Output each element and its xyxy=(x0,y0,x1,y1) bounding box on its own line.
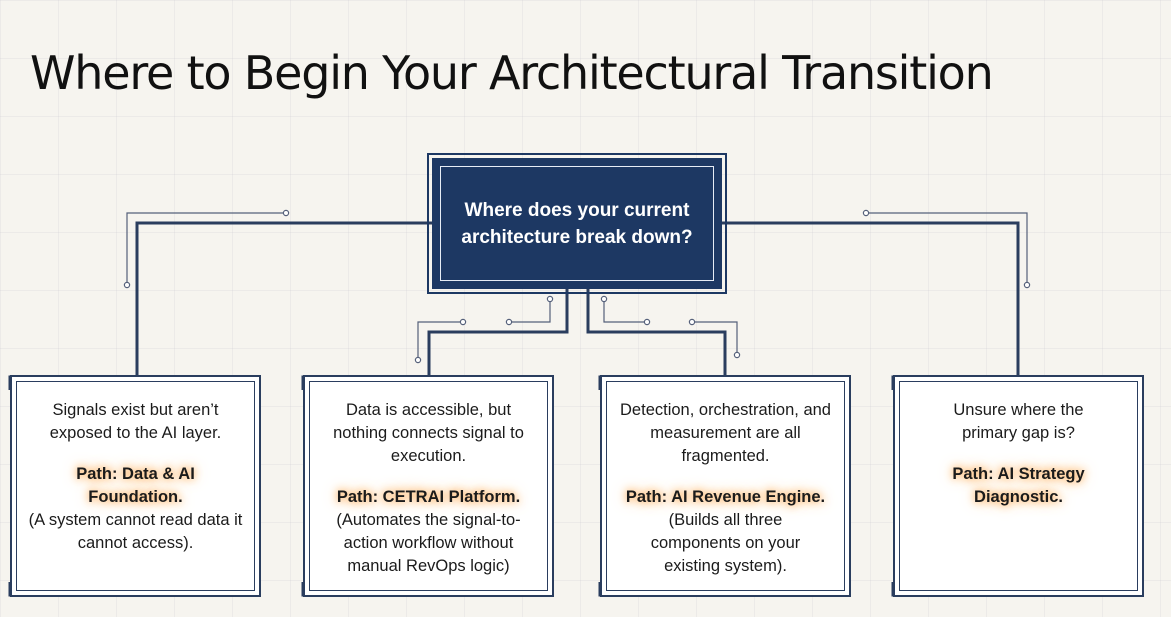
connector-left xyxy=(135,221,432,375)
branch-description: Unsure where the primary gap is? xyxy=(953,401,1084,442)
branch-description: Data is accessible, but nothing connects… xyxy=(333,401,524,465)
branch-note: (Automates the signal-to-action workflow… xyxy=(336,511,521,575)
branch-path: Path: AI Revenue Engine. xyxy=(625,488,826,506)
branch-description: Signals exist but aren’t exposed to the … xyxy=(49,401,222,442)
branch-box-cetrai-platform: Data is accessible, but nothing connects… xyxy=(303,375,554,597)
branch-description: Detection, orchestration, and measuremen… xyxy=(620,401,831,465)
branch-box-data-ai-foundation: Signals exist but aren’t exposed to the … xyxy=(10,375,261,597)
branch-box-ai-revenue-engine: Detection, orchestration, and measuremen… xyxy=(600,375,851,597)
branch-path: Path: Data & AI Foundation. xyxy=(76,465,195,506)
branch-path: Path: CETRAI Platform. xyxy=(336,488,521,506)
connector-inner-left xyxy=(427,289,569,375)
root-question-text: Where does your current architecture bre… xyxy=(461,199,693,248)
branch-box-ai-strategy-diagnostic: Unsure where the primary gap is? Path: A… xyxy=(893,375,1144,597)
branch-path: Path: AI Strategy Diagnostic. xyxy=(952,465,1085,506)
branch-note: (A system cannot read data it cannot acc… xyxy=(28,511,243,552)
connector-inner-right xyxy=(586,289,727,375)
branch-note: (Builds all three components on your exi… xyxy=(650,511,801,575)
connector-right xyxy=(722,221,1020,375)
root-question-node: Where does your current architecture bre… xyxy=(427,153,727,294)
page-title: Where to Begin Your Architectural Transi… xyxy=(30,46,994,100)
